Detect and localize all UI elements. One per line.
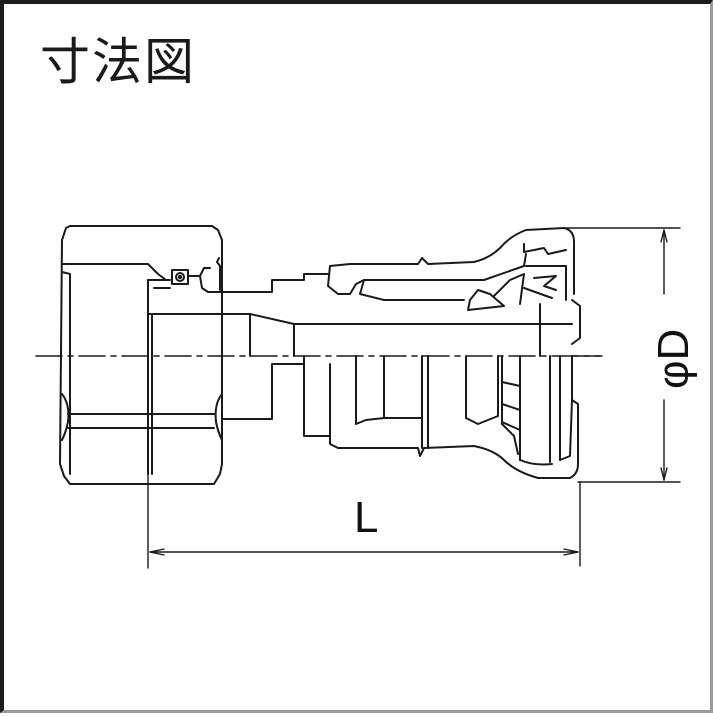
diameter-label: φD bbox=[649, 329, 698, 389]
o-ring-seal bbox=[147, 267, 221, 293]
length-dimension bbox=[147, 473, 581, 569]
coupler-sleeve-lower bbox=[329, 355, 579, 479]
page-title: 寸法図 bbox=[40, 33, 196, 91]
length-label: L bbox=[354, 493, 378, 542]
diameter-dimension bbox=[565, 227, 681, 483]
hex-nut bbox=[59, 225, 223, 485]
coupler-sleeve-upper bbox=[327, 227, 581, 357]
coupler-dimension-drawing: L φD bbox=[35, 225, 698, 569]
socket-body bbox=[147, 273, 573, 475]
